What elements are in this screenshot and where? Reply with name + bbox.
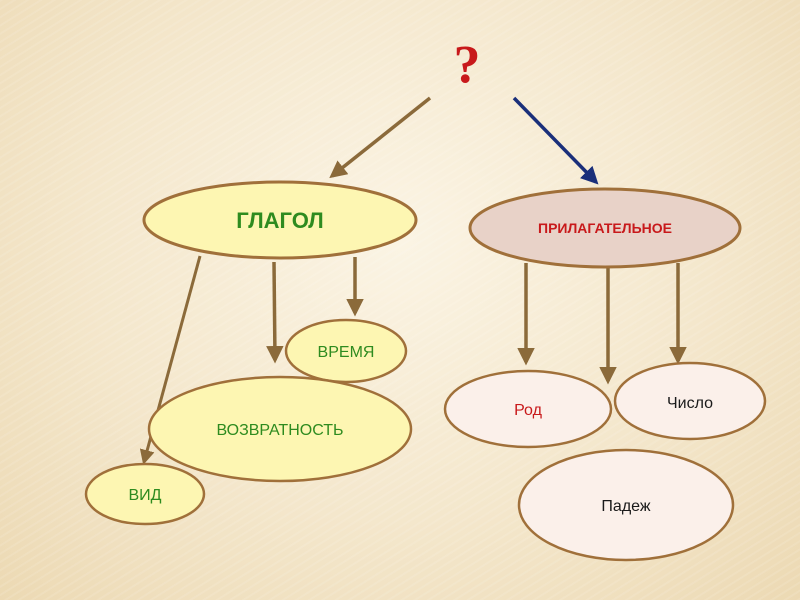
node-number-label: Число xyxy=(667,395,713,412)
node-aspect-label: ВИД xyxy=(128,487,161,504)
node-tense: ВРЕМЯ xyxy=(284,318,408,384)
node-case-label: Падеж xyxy=(601,498,650,515)
node-case: Падеж xyxy=(517,448,735,562)
node-gender: Род xyxy=(443,369,613,449)
question-mark: ? xyxy=(454,34,481,94)
arrow-verb-to-reflexivity xyxy=(266,261,284,364)
node-tense-label: ВРЕМЯ xyxy=(318,344,375,361)
node-gender-label: Род xyxy=(514,402,543,419)
node-adjective-label: ПРИЛАГАТЕЛЬНОЕ xyxy=(538,220,672,236)
node-adjective: ПРИЛАГАТЕЛЬНОЕ xyxy=(468,187,742,269)
node-number: Число xyxy=(613,361,767,441)
node-aspect: ВИД xyxy=(84,462,206,526)
node-verb-label: ГЛАГОЛ xyxy=(236,208,323,233)
node-verb: ГЛАГОЛ xyxy=(142,180,418,260)
node-reflexivity-label: ВОЗВРАТНОСТЬ xyxy=(216,422,343,439)
arrow-to-adjective xyxy=(512,96,599,185)
arrow-to-verb xyxy=(329,96,432,179)
node-reflexivity: ВОЗВРАТНОСТЬ xyxy=(147,375,413,483)
